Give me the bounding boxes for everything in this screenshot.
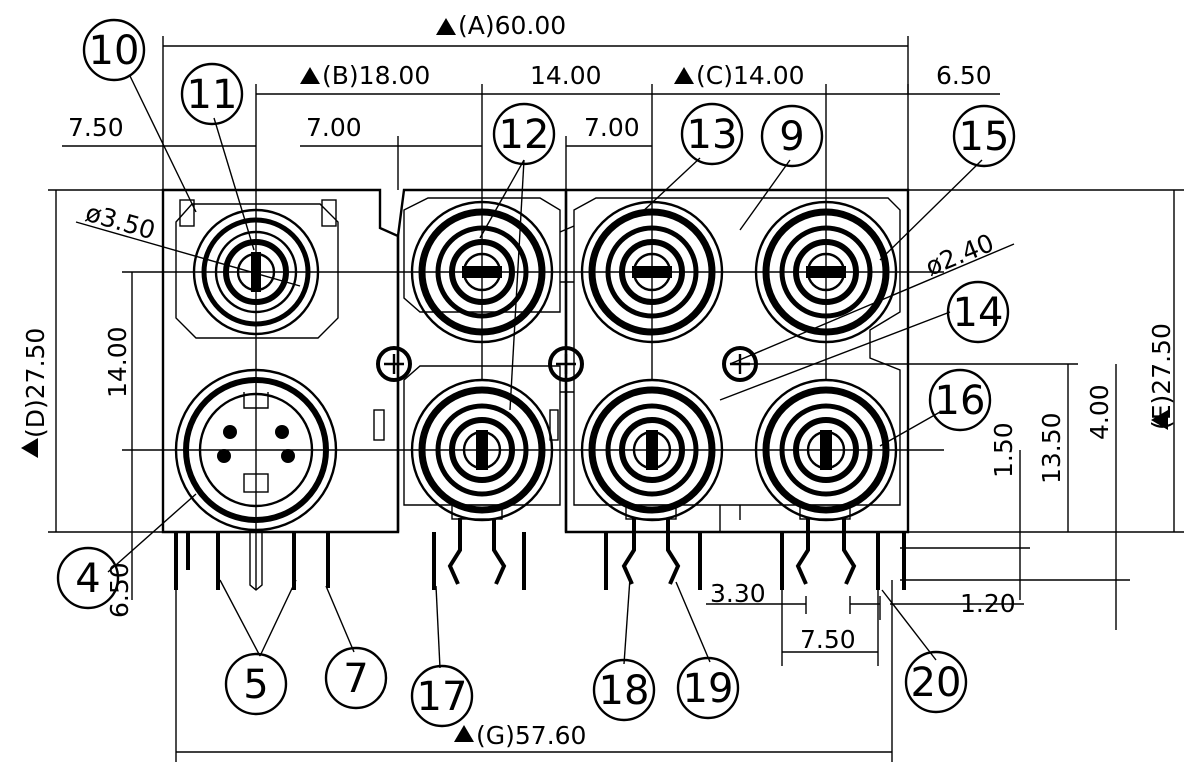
dim-650-left: 6.50 [105,562,134,618]
callout-12: 12 [499,112,550,158]
dim-phi350: ø3.50 [82,198,158,245]
callout-19: 19 [683,666,734,712]
dim-700-a: 7.00 [306,113,362,142]
callout-11: 11 [187,72,238,118]
callout-18: 18 [599,668,650,714]
center-lines [122,84,944,590]
dim-750-bottom: 7.50 [800,625,856,654]
callout-leaders [107,75,983,669]
callout-13: 13 [687,112,738,158]
dim-d: (D)27.50 [21,328,50,438]
dim-a: (A)60.00 [458,11,566,40]
dim-phi240: ø2.40 [921,228,998,281]
callout-labels: 10 11 12 13 9 15 14 16 4 5 7 17 18 19 20 [75,28,1009,720]
slot-middle [549,409,559,441]
dim-330: 3.30 [710,579,766,608]
dim-c: (C)14.00 [696,61,805,90]
critical-markers [21,18,1168,742]
callout-10: 10 [89,28,140,74]
dimension-lines [48,36,1184,762]
callout-15: 15 [959,114,1010,160]
dim-14-top: 14.00 [530,61,602,90]
screw-middle [548,346,584,382]
callout-5: 5 [243,662,268,708]
callout-17: 17 [417,674,468,720]
dim-650-top: 6.50 [936,61,992,90]
callout-circles [56,18,1016,728]
dim-120: 1.20 [960,589,1016,618]
dim-400-right: 4.00 [1085,384,1114,440]
dim-150-right: 1.50 [989,422,1018,478]
pins [174,504,906,591]
callout-20: 20 [911,660,962,706]
dim-1350-right: 13.50 [1037,412,1066,484]
screw-left [376,346,412,382]
callout-9: 9 [779,114,804,160]
dim-e: (E)27.50 [1147,323,1176,430]
dim-700-b: 7.00 [584,113,640,142]
dim-g: (G)57.60 [476,721,586,750]
dim-b: (B)18.00 [322,61,430,90]
dim-750-top: 7.50 [68,113,124,142]
dim-1400-left: 14.00 [103,326,132,398]
callout-4: 4 [75,556,100,602]
callout-14: 14 [953,290,1004,336]
callout-16: 16 [935,378,986,424]
callout-7: 7 [343,656,368,702]
slot-left [373,409,385,441]
